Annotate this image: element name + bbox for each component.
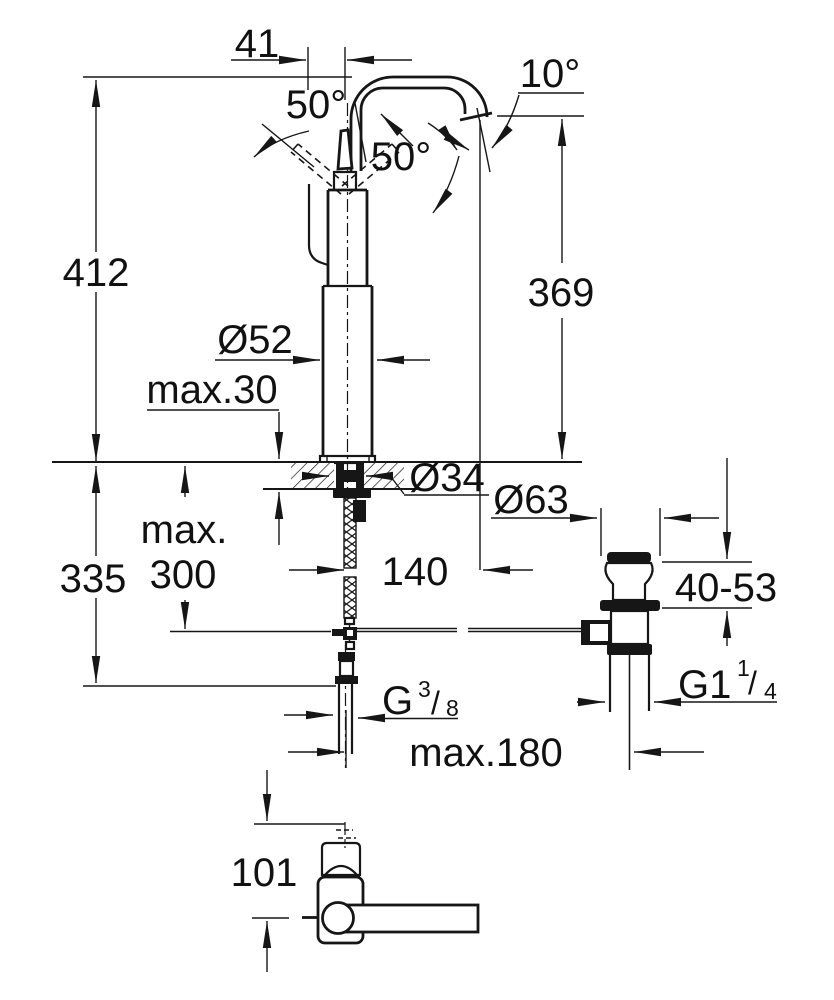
faucet-body xyxy=(83,75,493,465)
plan-view xyxy=(302,829,480,945)
drain-thread-label: G1 1 / 4 xyxy=(678,655,777,707)
body-upper-sides xyxy=(326,190,369,286)
check-valve-block xyxy=(353,500,366,522)
body-diameter-label: Ø52 xyxy=(217,318,293,362)
outlet-tilt-line xyxy=(476,107,491,173)
dim-supply-thread: G 3 / 8 xyxy=(284,676,459,723)
hose-nut-upper xyxy=(338,652,355,661)
handle-plan-bar xyxy=(338,903,480,934)
rod-clamp-screw-face xyxy=(590,624,608,641)
lever-handle xyxy=(336,128,354,171)
dim-spout-outlet-height: 369 xyxy=(528,119,595,459)
lever-neck xyxy=(332,170,358,190)
pop-up-rod xyxy=(357,627,581,633)
reference-lines xyxy=(662,561,752,609)
right-rotation-arc-arrow-upper xyxy=(427,122,458,151)
dim-mounting-hole: Ø34 xyxy=(302,456,489,500)
handle-length-label: 101 xyxy=(231,851,298,895)
dim-deck-thickness: max.30 xyxy=(146,368,284,545)
hose-connector xyxy=(338,659,355,678)
right-rotation-arc-arrow-lower xyxy=(432,155,460,214)
mounting-nut xyxy=(333,489,371,498)
drain-flange-label: Ø63 xyxy=(493,478,569,522)
outlet-hidden-lines xyxy=(336,829,356,839)
spout-plan-curve xyxy=(324,864,358,876)
dim-top-offset: 41 xyxy=(231,22,412,100)
angle-arc-arrow-right xyxy=(491,94,520,149)
drain-body xyxy=(609,609,650,646)
spout-shoulder xyxy=(307,184,329,267)
left-rotation-axis-line xyxy=(261,123,315,168)
threaded-stud-assembly xyxy=(332,497,581,754)
dim-below-deck-height: 335 xyxy=(60,466,336,687)
spout-inner-profile xyxy=(359,86,467,171)
dim-spout-reach: 140 xyxy=(289,120,533,594)
dim-total-height: 412 xyxy=(63,80,130,461)
dim-handle-length: 101 xyxy=(231,770,345,972)
drain-assembly xyxy=(581,552,660,770)
spout-outer-profile xyxy=(349,75,489,171)
spout-angle-label: 10° xyxy=(520,52,581,96)
below-deck-height-label: 335 xyxy=(60,557,127,601)
handle-rotation-annotations: 50° 50° xyxy=(253,83,460,214)
drain-distance-label: max.180 xyxy=(409,731,562,775)
rod-lower-link xyxy=(344,640,356,651)
extension-lines xyxy=(600,508,661,556)
angle-arc-arrow-left xyxy=(443,132,470,151)
lever-dashed-left-position xyxy=(290,143,349,195)
handle-plan-ball xyxy=(321,901,355,935)
dim-hose-reach: max. 300 xyxy=(141,466,331,633)
shank-section-right xyxy=(356,463,364,489)
shank-core xyxy=(344,470,356,482)
spout-plan-outline xyxy=(320,841,362,877)
drain-flange-seal xyxy=(600,600,660,611)
spout-outlet-height-label: 369 xyxy=(528,271,595,315)
drain-tailpipe xyxy=(608,655,651,712)
drain-clamp-range-label: 40-53 xyxy=(675,566,777,610)
lever-dashed-right-position xyxy=(341,143,400,195)
dim-drain-clamp-range: 40-53 xyxy=(662,458,777,646)
extension-lines xyxy=(307,47,346,100)
reference-lines xyxy=(252,823,345,919)
left-rotation-arc-arrow xyxy=(253,130,310,158)
handle-angle-right-label: 50° xyxy=(371,135,432,179)
lever-tilt-line xyxy=(354,102,367,163)
deck-thickness-label: max.30 xyxy=(146,368,277,412)
spout-angle-annotation: 10° xyxy=(443,52,584,173)
drain-cap xyxy=(607,552,651,563)
rod-tee-stub xyxy=(332,629,343,636)
dim-drain-thread: G1 1 / 4 xyxy=(577,655,777,707)
rod-tee-window xyxy=(347,630,353,636)
threaded-stud-lower xyxy=(343,576,357,619)
drain-lock-ring xyxy=(607,644,652,655)
body-lower-sides xyxy=(321,286,374,456)
spout-outlet-face xyxy=(459,111,493,122)
dim-drain-distance: max.180 xyxy=(288,710,704,775)
top-offset-label: 41 xyxy=(235,22,280,66)
hose-nut-lower xyxy=(335,676,358,684)
hose-reach-label-line1: max. xyxy=(141,508,228,552)
total-height-label: 412 xyxy=(63,251,130,295)
handle-angle-left-label: 50° xyxy=(286,83,347,127)
supply-thread-label: G 3 / 8 xyxy=(382,676,459,723)
drain-neck xyxy=(604,561,654,602)
shank-section-left xyxy=(336,463,344,489)
right-angle-leader-arrow xyxy=(380,113,414,147)
spout-reach-label: 140 xyxy=(382,550,449,594)
leader-line xyxy=(390,476,489,496)
hose-reach-label-line2: 300 xyxy=(150,553,217,597)
stud-end-fitting xyxy=(343,616,356,626)
dim-drain-flange: Ø63 xyxy=(491,478,719,556)
supply-hose xyxy=(337,684,354,754)
dim-body-diameter: Ø52 xyxy=(215,318,430,365)
mounting-hole-label: Ø34 xyxy=(409,456,485,500)
